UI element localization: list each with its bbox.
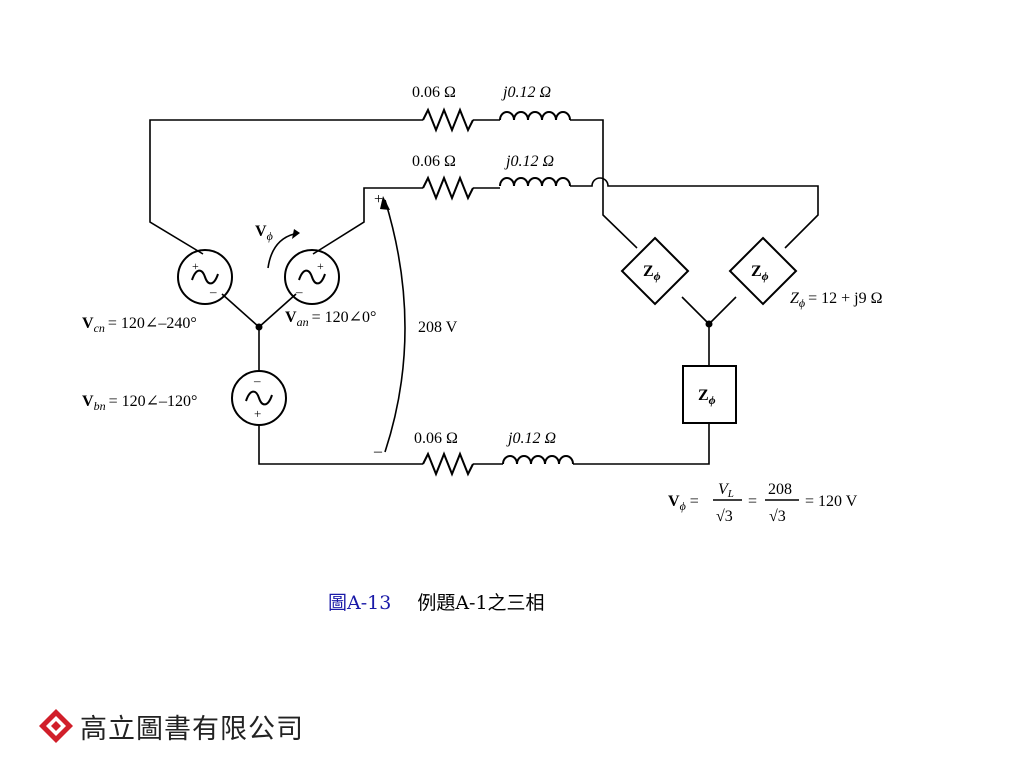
figure-caption: 圖A-13 例題A-1之三相 — [328, 588, 545, 615]
load-z-left-diamond — [620, 236, 690, 306]
inductor-bottom — [502, 455, 574, 465]
wire-bottom-right — [573, 423, 710, 465]
source-cn-plus: + — [192, 259, 199, 273]
inductor-mid — [499, 177, 571, 187]
load-z-right-label: Zϕ — [751, 263, 769, 283]
wire-neutral-an — [258, 293, 297, 328]
wire-load-left — [681, 296, 710, 325]
source-an-minus: – — [295, 284, 303, 299]
source-bn-label: Vbn= 120∠–120° — [82, 393, 197, 413]
resistor-bottom-label: 0.06 Ω — [414, 430, 458, 447]
wire-top-left — [149, 119, 423, 255]
line-impedance-labels: 0.06 Ω j0.12 Ω 0.06 Ω j0.12 Ω 0.06 Ω j0.… — [412, 84, 556, 447]
load-z-bottom-box — [682, 365, 737, 424]
inductor-mid-label: j0.12 Ω — [504, 153, 554, 170]
load-neutral-node — [705, 320, 713, 328]
load-z-bottom-label: Zϕ — [698, 387, 716, 407]
publisher-brand: 高立圖書有限公司 — [38, 706, 304, 746]
resistor-top-label: 0.06 Ω — [412, 84, 456, 101]
source-neutral-node — [255, 323, 263, 331]
load-z-right-diamond — [728, 236, 798, 306]
wire-top-right — [570, 119, 638, 249]
inductor-top — [499, 111, 571, 121]
sine-icon — [298, 269, 326, 285]
figure-title: 例題A-1之三相 — [417, 592, 545, 614]
line-voltage-label: 208 V — [418, 319, 458, 336]
wire-mid-right — [570, 177, 819, 249]
resistor-mid-label: 0.06 Ω — [412, 153, 456, 170]
source-an-label: Van= 120∠0° — [285, 309, 376, 329]
wires — [149, 119, 819, 465]
source-bn: – + — [231, 370, 287, 426]
resistors — [422, 107, 503, 477]
phase-voltage-formula: Vϕ= VL √3 = 208 √3 = 120 V — [668, 481, 858, 525]
resistor-bottom — [422, 451, 474, 477]
source-bn-plus: + — [254, 406, 261, 421]
rotation-arrow-icon — [267, 233, 295, 269]
source-bn-minus: – — [253, 373, 261, 388]
resistor-mid — [422, 175, 474, 201]
formula-frac1-den: √3 — [716, 508, 733, 525]
source-an: + – — [284, 249, 340, 305]
source-an-circle — [284, 249, 340, 305]
rotation-arrowhead-icon — [292, 229, 300, 239]
figure-number: 圖A-13 — [328, 592, 392, 614]
load-z-bottom: Zϕ — [682, 365, 737, 424]
source-cn: + – — [177, 249, 233, 305]
publisher-name: 高立圖書有限公司 — [80, 713, 304, 745]
line-voltage-arrowhead-icon — [380, 196, 390, 210]
voltage-sources: + – + – – + — [177, 249, 340, 426]
line-voltage-arrow-icon — [384, 199, 406, 453]
formula-frac1-num: VL — [718, 481, 734, 500]
source-bn-circle — [231, 370, 287, 426]
wire-bottom-left — [258, 424, 423, 465]
formula-frac2-den: √3 — [769, 508, 786, 525]
formula-result: = 120 V — [805, 493, 858, 510]
inductors — [499, 111, 574, 465]
load-z-right: Zϕ — [728, 236, 798, 306]
load-z-left: Zϕ — [620, 236, 690, 306]
source-cn-circle — [177, 249, 233, 305]
source-cn-label: Vcn= 120∠–240° — [82, 315, 197, 335]
load-impedances: Zϕ Zϕ Zϕ — [620, 236, 798, 424]
resistor-top — [422, 107, 474, 133]
inductor-top-label: j0.12 Ω — [501, 84, 551, 101]
wire-load-right — [708, 296, 737, 325]
line-voltage-minus: – — [373, 443, 383, 460]
wire-neutral-cn — [221, 293, 260, 328]
formula-frac2-num: 208 — [768, 481, 792, 498]
source-an-plus: + — [317, 259, 324, 273]
source-cn-minus: – — [209, 284, 217, 299]
line-voltage-plus: + — [374, 191, 383, 208]
wire-mid-left — [312, 187, 423, 255]
inductor-bottom-label: j0.12 Ω — [506, 430, 556, 447]
sine-icon — [245, 390, 273, 406]
formula-eq: = — [748, 493, 757, 510]
vphi-rotation-label: Vϕ — [255, 223, 273, 243]
sine-icon — [191, 269, 219, 285]
formula-lhs: Vϕ= — [668, 493, 699, 513]
load-impedance-value: Zϕ= 12 + j9 Ω — [790, 290, 883, 310]
publisher-logo-icon — [39, 709, 73, 743]
load-z-left-label: Zϕ — [643, 263, 661, 283]
